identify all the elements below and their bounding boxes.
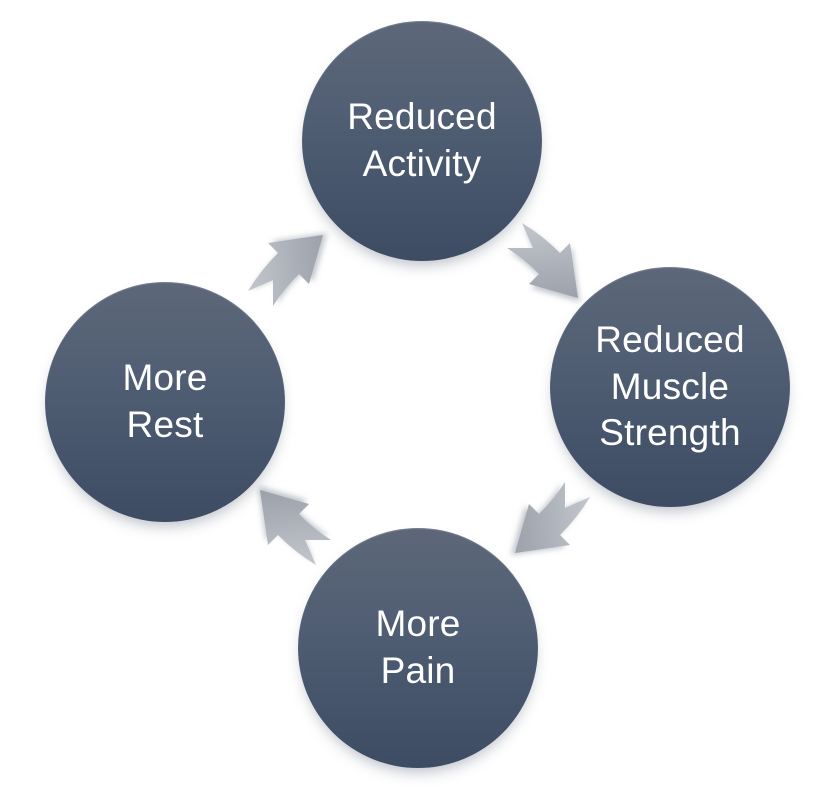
cycle-arrow-icon-bottom-right bbox=[515, 482, 590, 553]
node-label-line: Pain bbox=[380, 650, 456, 691]
node-label-line: Reduced bbox=[347, 96, 497, 138]
cycle-node-more-rest: More Rest bbox=[45, 282, 285, 522]
cycle-node-reduced-muscle-strength: Reduced Muscle Strength bbox=[550, 267, 790, 507]
cycle-arrow-icon-bottom-left bbox=[260, 490, 331, 565]
cycle-arrow-icon-top-left bbox=[248, 235, 323, 306]
node-label-line: Muscle bbox=[610, 365, 730, 407]
node-label-line: Rest bbox=[126, 404, 204, 445]
node-label-line: Reduced bbox=[595, 318, 745, 360]
node-label: Reduced Muscle Strength bbox=[595, 317, 745, 458]
node-label-line: More bbox=[375, 603, 461, 645]
cycle-arrow-icon-top-right bbox=[507, 223, 578, 298]
node-label-line: More bbox=[122, 357, 208, 399]
cycle-node-reduced-activity: Reduced Activity bbox=[302, 21, 542, 261]
node-label-line: Activity bbox=[362, 143, 482, 184]
node-label: More Pain bbox=[375, 601, 460, 695]
node-label-line: Strength bbox=[599, 412, 741, 454]
cycle-node-more-pain: More Pain bbox=[298, 528, 538, 768]
node-label: Reduced Activity bbox=[347, 94, 497, 188]
node-label: More Rest bbox=[122, 355, 207, 449]
